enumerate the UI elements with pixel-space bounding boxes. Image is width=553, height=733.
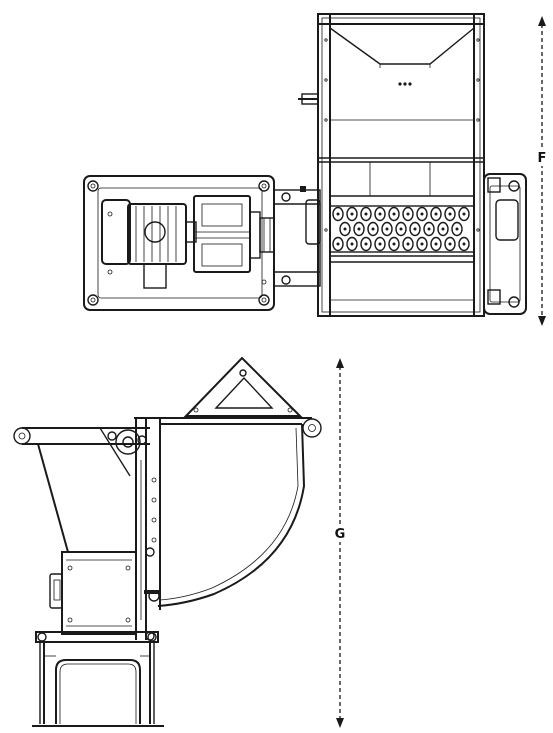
cutter-hub (406, 212, 410, 216)
cutter-hub (392, 212, 396, 216)
cutter-disc (437, 221, 449, 237)
cutter-disc (346, 206, 358, 222)
side-stand (32, 631, 164, 727)
cutter-disc (444, 206, 456, 222)
cutter-hub (399, 227, 403, 231)
cutter-hub (350, 242, 354, 246)
cutter-hub (455, 227, 459, 231)
cutter-disc (374, 236, 386, 252)
dimension-label-g: G (335, 527, 346, 542)
cutter-hub (336, 212, 340, 216)
side-feed-hopper (13, 427, 150, 553)
cutter-disc (381, 221, 393, 237)
bearing-housing (483, 173, 527, 315)
cutter-hub (343, 227, 347, 231)
cutter-disc (451, 221, 463, 237)
cutter-disc (346, 236, 358, 252)
dimension-label-f: F (538, 151, 547, 166)
cutter-disc (423, 221, 435, 237)
cutter-disc (339, 221, 351, 237)
cutter-disc (360, 206, 372, 222)
hopper-handle (298, 93, 319, 105)
electric-motor (101, 199, 197, 289)
cutter-hub (357, 227, 361, 231)
cutter-disc (332, 236, 344, 252)
cutter-hub (350, 212, 354, 216)
cutter-disc (458, 236, 470, 252)
cutter-shafts (329, 205, 475, 253)
cutter-hub (462, 212, 466, 216)
cutter-disc (374, 206, 386, 222)
cutter-hub (420, 212, 424, 216)
cutter-hub (413, 227, 417, 231)
cutter-hub (420, 242, 424, 246)
cutter-disc (367, 221, 379, 237)
dimension-g: G (333, 358, 347, 728)
cutter-disc (444, 236, 456, 252)
cutter-disc (416, 206, 428, 222)
cutter-hub (364, 242, 368, 246)
side-frame-column (135, 418, 160, 641)
cutter-disc (395, 221, 407, 237)
side-view: G (13, 356, 347, 728)
cutter-hub (462, 242, 466, 246)
cutter-disc (402, 206, 414, 222)
cutter-disc (416, 236, 428, 252)
cutter-hub (378, 242, 382, 246)
side-motor-housing (49, 551, 137, 635)
cutter-hub (385, 227, 389, 231)
cutter-disc (388, 236, 400, 252)
cutter-hub (434, 242, 438, 246)
cutter-hub (392, 242, 396, 246)
cutter-hub (427, 227, 431, 231)
cutter-hub (364, 212, 368, 216)
cutter-hub (448, 242, 452, 246)
cutter-disc (388, 206, 400, 222)
cutter-hub (434, 212, 438, 216)
side-hopper-body (134, 417, 322, 610)
dimension-f: F (535, 16, 549, 326)
cutter-disc (332, 206, 344, 222)
cutter-disc (353, 221, 365, 237)
cutter-hub (406, 242, 410, 246)
cutter-disc (458, 206, 470, 222)
cutter-disc (430, 236, 442, 252)
cutter-hub (448, 212, 452, 216)
cutter-disc (409, 221, 421, 237)
cutter-hub (336, 242, 340, 246)
top-view: F (83, 13, 549, 326)
cutter-disc (360, 236, 372, 252)
hopper-frame (298, 13, 485, 317)
cutter-hub (378, 212, 382, 216)
cutter-disc (402, 236, 414, 252)
cutter-disc (430, 206, 442, 222)
cutter-hub (441, 227, 445, 231)
coupling-frame (273, 186, 321, 287)
cutter-hub (371, 227, 375, 231)
side-top-hatch (183, 356, 303, 417)
